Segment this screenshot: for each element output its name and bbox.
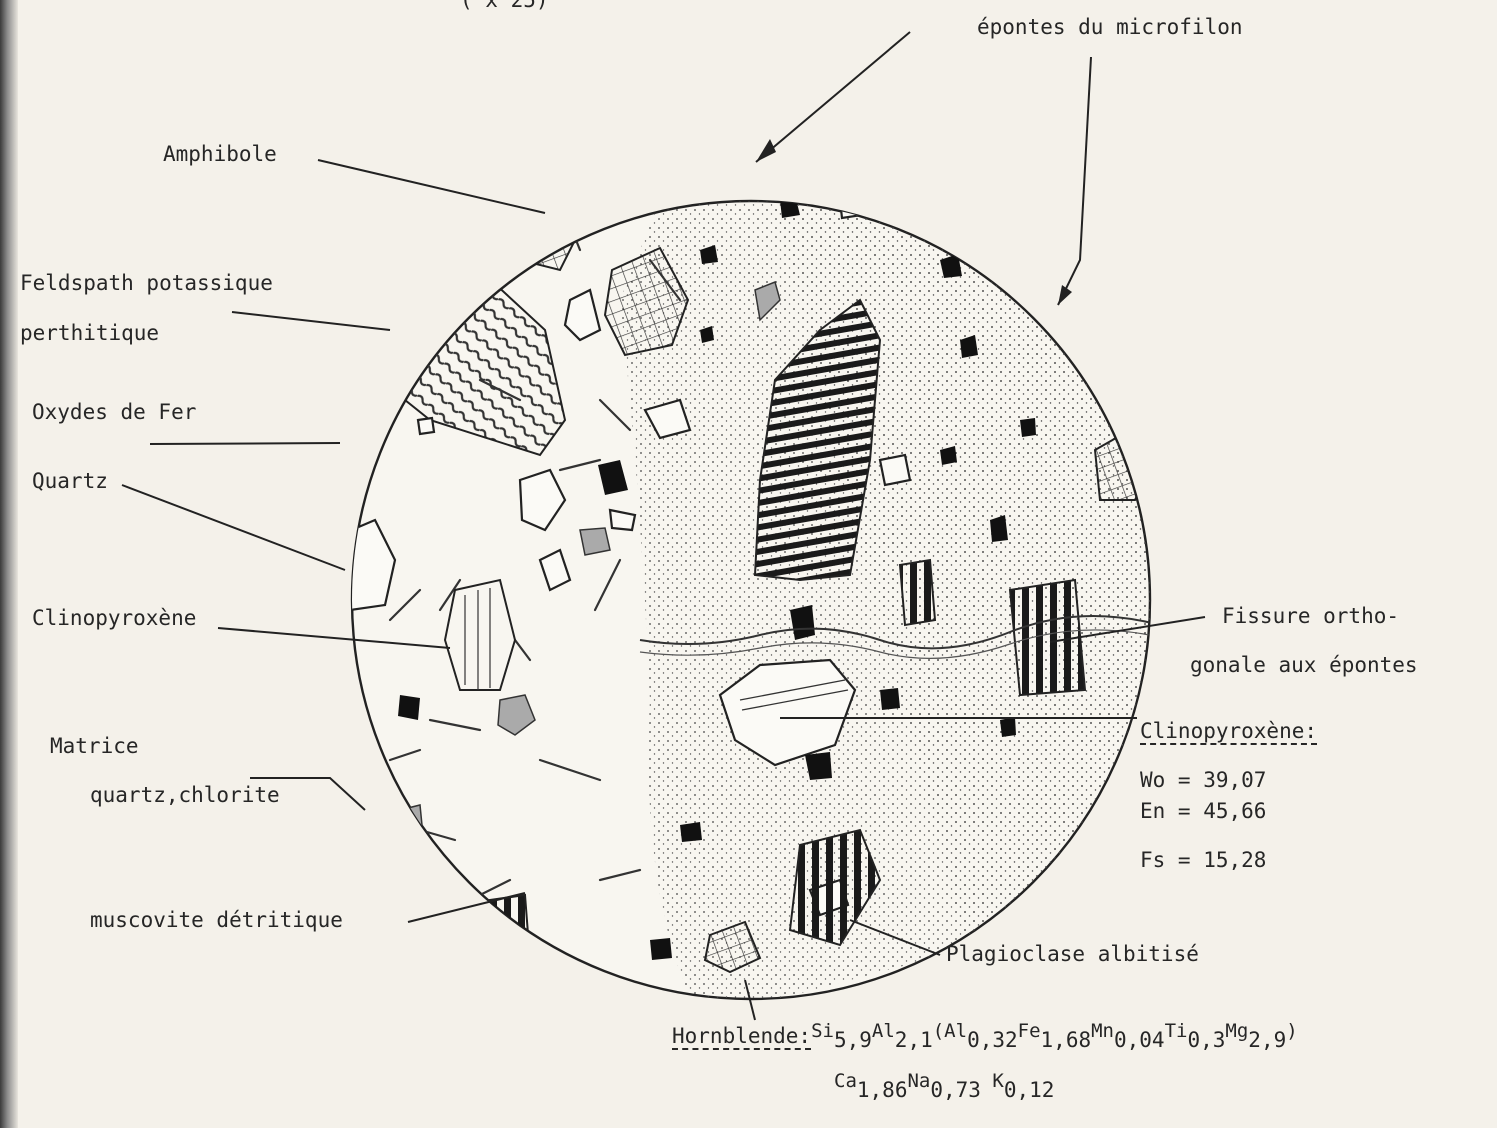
formula-element: (Al [933,1020,967,1042]
formula-element: Mg [1225,1020,1248,1042]
hornblende-formula-terms: Si5,9Al2,1(Al0,32Fe1,68Mn0,04Ti0,3Mg2,9) [811,1024,1298,1048]
formula-subscript: 5,9 [834,1028,872,1052]
label-clinopyroxene-left: Clinopyroxène [32,608,196,629]
formula-subscript: 0,73 [930,1078,981,1102]
clinopyroxene-en: En = 45,66 [1140,801,1266,822]
label-feldspath: Feldspath potassique [20,273,273,294]
formula-element: Al [872,1020,895,1042]
label-amphibole: Amphibole [163,144,277,165]
clinopyroxene-analysis-title: Clinopyroxène: [1140,721,1317,742]
label-plagioclase: Plagioclase albitisé [946,944,1199,965]
label-perthitique: perthitique [20,323,159,344]
formula-element: Si [811,1020,834,1042]
clinopyroxene-wo: Wo = 39,07 [1140,770,1266,791]
label-oxydes: Oxydes de Fer [32,402,196,423]
hornblende-title: Hornblende: [672,1024,811,1048]
formula-subscript: 0,3 [1187,1028,1225,1052]
formula-subscript: 2,1 [895,1028,933,1052]
hornblende-formula-line1: Hornblende:Si5,9Al2,1(Al0,32Fe1,68Mn0,04… [672,1022,1298,1051]
formula-element: K [981,1070,1004,1092]
formula-subscript: 1,68 [1041,1028,1092,1052]
formula-element: ) [1286,1020,1297,1042]
scale-label: ( x 25) [460,0,549,11]
hornblende-formula-terms-2: Ca1,86Na0,73 K0,12 [834,1074,1054,1098]
formula-element: Ca [834,1070,857,1092]
formula-subscript: 0,04 [1114,1028,1165,1052]
formula-subscript: 0,12 [1004,1078,1055,1102]
formula-element: Mn [1091,1020,1114,1042]
label-matrice-detail: quartz,chlorite [90,785,280,806]
hornblende-formula-line2: Ca1,86Na0,73 K0,12 [834,1072,1054,1101]
formula-subscript: 1,86 [857,1078,908,1102]
label-quartz: Quartz [32,471,108,492]
formula-subscript: 2,9 [1248,1028,1286,1052]
label-epontes: épontes du microfilon [977,17,1243,38]
clinopyroxene-fs: Fs = 15,28 [1140,850,1266,871]
clinopyroxene-crystal [445,580,515,690]
formula-element: Ti [1165,1020,1188,1042]
label-fissure-2: gonale aux épontes [1190,655,1418,676]
formula-subscript: 0,32 [967,1028,1018,1052]
label-muscovite: muscovite détritique [90,910,343,931]
formula-element: Fe [1018,1020,1041,1042]
label-fissure-1: Fissure ortho- [1222,606,1399,627]
label-matrice: Matrice [50,736,139,757]
formula-element: Na [907,1070,930,1092]
